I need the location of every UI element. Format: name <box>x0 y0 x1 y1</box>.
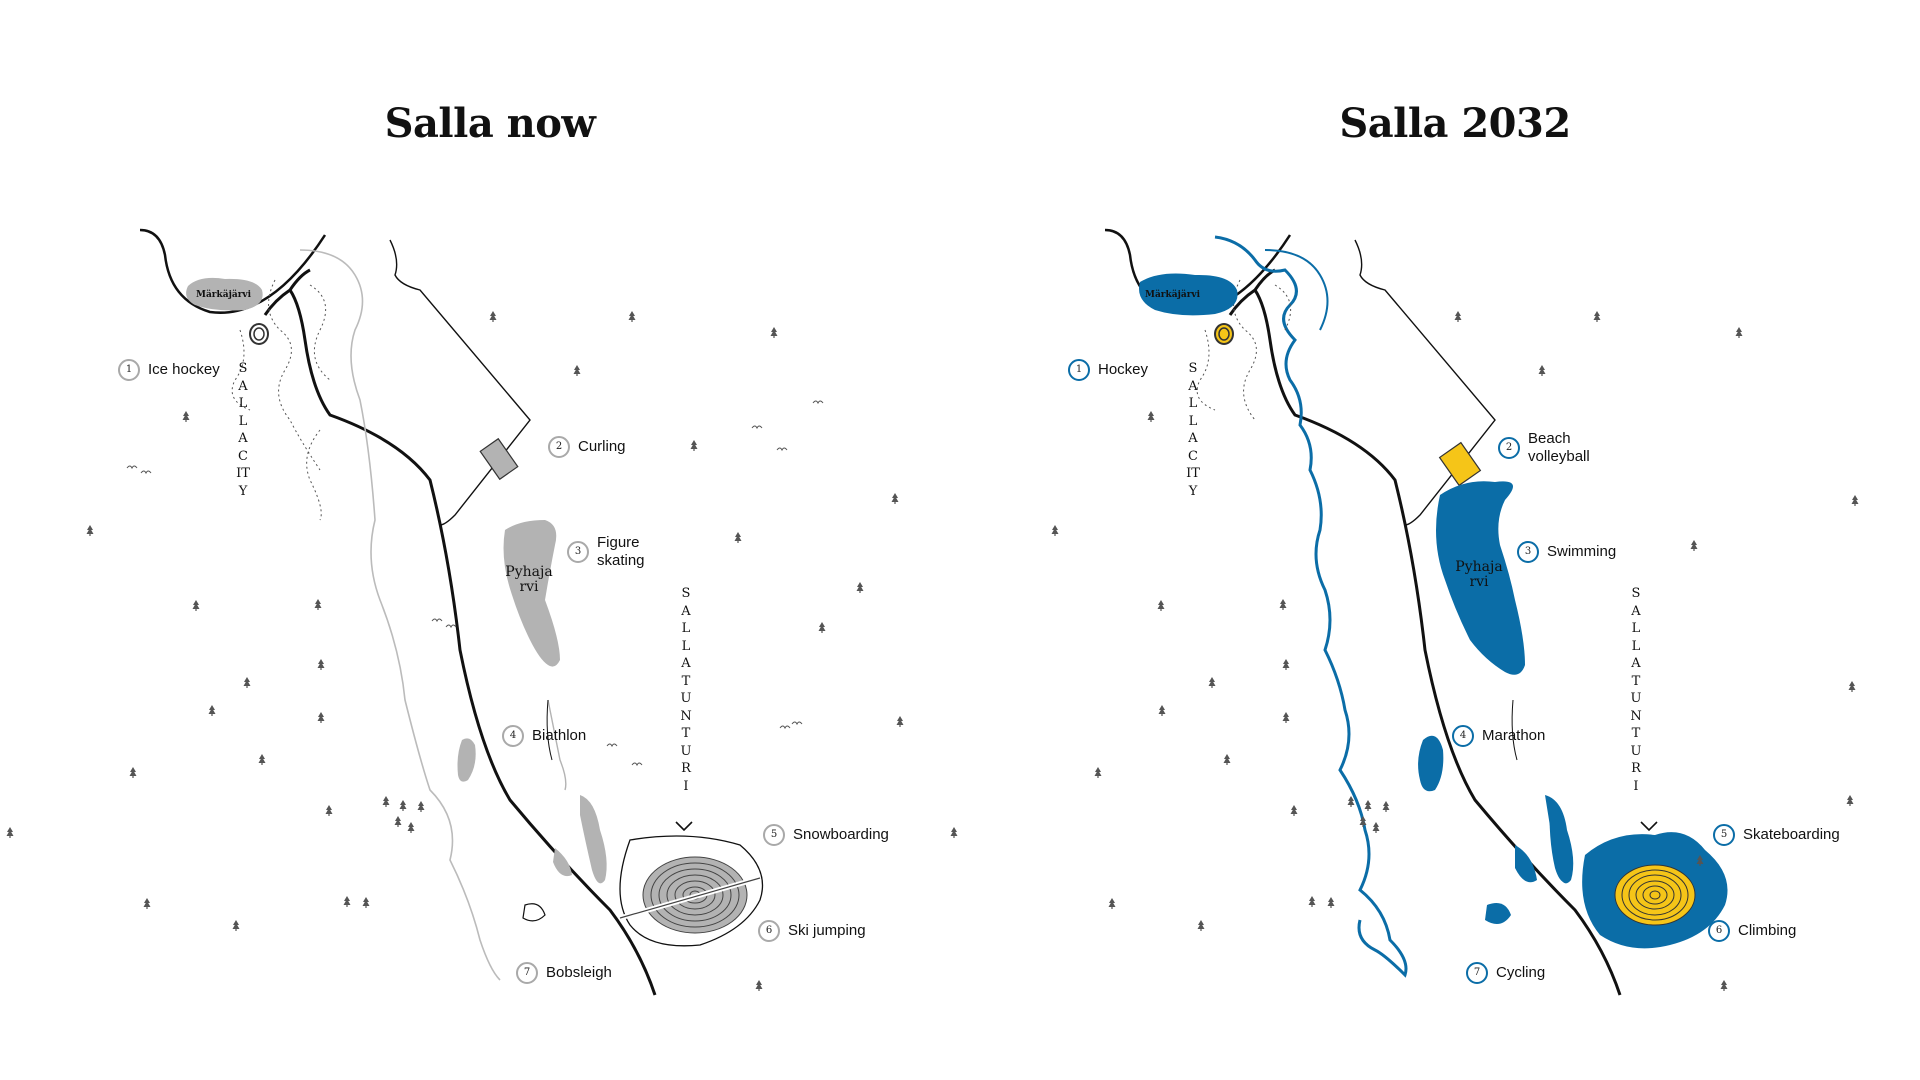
item-label: Swimming <box>1547 543 1617 560</box>
lake-label-markajarvi-2032: Märkäjärvi <box>1145 290 1201 300</box>
legend-item-2032-4: 4 Marathon <box>1452 725 1545 747</box>
panel-title-now: Salla now <box>384 100 596 147</box>
item-label: Cycling <box>1496 964 1546 981</box>
number-badge: 7 <box>516 962 538 984</box>
panel-title-2032: Salla 2032 <box>1339 100 1571 147</box>
legend-item-now-5: 5 Snowboarding <box>763 824 889 846</box>
fell-label-now: SALLA TUNTURI <box>680 586 692 794</box>
number-badge: 1 <box>118 359 140 381</box>
map-2032 <box>1104 228 1728 996</box>
legend-item-now-1: 1 Ice hockey <box>118 359 220 381</box>
legend-item-2032-2: 2 Beach volleyball <box>1498 430 1598 466</box>
city-label-2032: SALLA CITY <box>1186 361 1200 499</box>
legend-item-2032-3: 3 Swimming <box>1517 541 1616 563</box>
legend-item-2032-5: 5 Skateboarding <box>1713 824 1840 846</box>
item-label: Marathon <box>1482 727 1546 744</box>
item-label: Figure skating <box>597 534 645 569</box>
number-badge: 2 <box>548 436 570 458</box>
lake-label-markajarvi-now: Märkäjärvi <box>196 290 252 300</box>
number-badge: 5 <box>763 824 785 846</box>
number-badge: 4 <box>1452 725 1474 747</box>
fell-label-2032: SALLA TUNTURI <box>1630 586 1642 794</box>
legend-item-now-7: 7 Bobsleigh <box>516 962 612 984</box>
number-badge: 3 <box>567 541 589 563</box>
map-now <box>139 228 764 996</box>
item-label: Climbing <box>1738 922 1797 939</box>
number-badge: 7 <box>1466 962 1488 984</box>
number-badge: 5 <box>1713 824 1735 846</box>
item-label: Snowboarding <box>793 826 889 843</box>
item-label: Skateboarding <box>1743 826 1840 843</box>
lake-label-pyhajarvi-now: Pyhajarvi <box>505 564 553 595</box>
item-label: Ice hockey <box>148 361 220 378</box>
legend-item-2032-1: 1 Hockey <box>1068 359 1148 381</box>
legend-item-now-3: 3 Figure skating <box>567 534 657 570</box>
number-badge: 2 <box>1498 437 1520 459</box>
item-label: Biathlon <box>532 727 587 744</box>
number-badge: 6 <box>758 920 780 942</box>
item-label: Bobsleigh <box>546 964 612 981</box>
legend-item-2032-7: 7 Cycling <box>1466 962 1545 984</box>
legend-item-2032-6: 6 Climbing <box>1708 920 1796 942</box>
legend-item-now-4: 4 Biathlon <box>502 725 586 747</box>
number-badge: 4 <box>502 725 524 747</box>
item-label: Ski jumping <box>788 922 866 939</box>
item-label: Hockey <box>1098 361 1149 378</box>
lake-label-pyhajarvi-2032: Pyhajarvi <box>1455 559 1503 590</box>
legend-item-now-6: 6 Ski jumping <box>758 920 866 942</box>
number-badge: 6 <box>1708 920 1730 942</box>
tree-icon <box>6 311 1859 991</box>
item-label: Beach volleyball <box>1528 430 1590 465</box>
number-badge: 1 <box>1068 359 1090 381</box>
item-label: Curling <box>578 438 626 455</box>
number-badge: 3 <box>1517 541 1539 563</box>
legend-item-now-2: 2 Curling <box>548 436 626 458</box>
city-label-now: SALLA CITY <box>236 361 250 499</box>
